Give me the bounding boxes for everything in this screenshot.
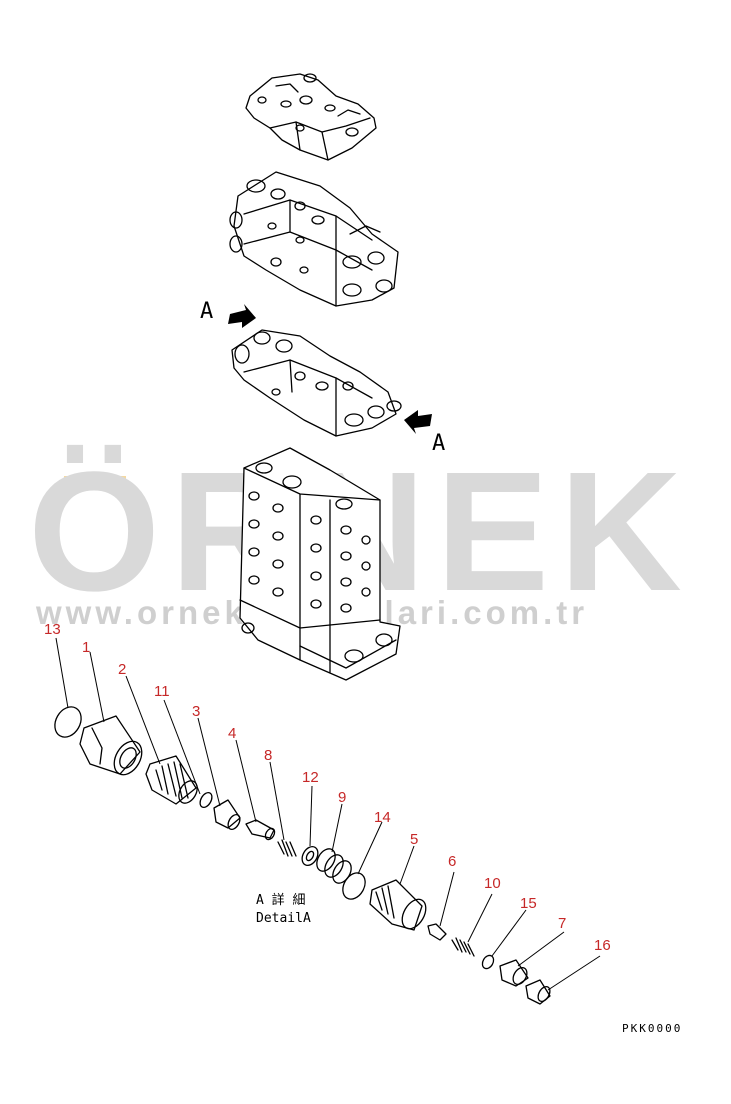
- view-label-a-top: A: [200, 299, 213, 324]
- callout-16: 16: [594, 937, 611, 954]
- callout-7: 7: [558, 915, 566, 932]
- exploded-parts: [54, 706, 551, 1005]
- part-12-washer: [301, 846, 319, 866]
- callout-10: 10: [484, 875, 501, 892]
- part-1-plug: [79, 715, 143, 776]
- part-16-lock-nut: [525, 979, 551, 1005]
- detail-title-japanese: A 詳 細: [256, 892, 305, 908]
- drawing-code: PKK0000: [622, 1022, 682, 1035]
- callout-14: 14: [374, 809, 391, 826]
- part-15-o-ring: [481, 954, 495, 970]
- valve-section-lower: [231, 329, 402, 437]
- body-ports: [241, 462, 393, 663]
- callout-8: 8: [264, 747, 272, 764]
- part-2-threaded-sleeve: [145, 755, 198, 805]
- callout-6: 6: [448, 853, 456, 870]
- detail-title-english: DetailA: [256, 911, 311, 926]
- callout-4: 4: [228, 725, 236, 742]
- valve-section-upper: [229, 171, 399, 307]
- part-5-plug: [369, 879, 427, 931]
- arrow-icon-right: [404, 410, 432, 434]
- valve-cover-plate: [245, 73, 377, 161]
- detail-caption: A 詳 細 DetailA: [256, 892, 311, 926]
- part-callouts: 13 1 2 11 3 4 8 12 9 14 5 6 10 15 7 16: [44, 621, 611, 954]
- view-label-a-bottom: A: [432, 431, 445, 456]
- callout-13: 13: [44, 621, 61, 638]
- callout-2: 2: [118, 661, 126, 678]
- arrow-icon-left: [228, 304, 256, 328]
- part-8-spring: [277, 839, 297, 857]
- callout-5: 5: [410, 831, 418, 848]
- main-valve-body: [239, 447, 401, 681]
- leader-lines: [55, 637, 601, 991]
- callout-11: 11: [154, 683, 170, 700]
- callout-9: 9: [338, 789, 346, 806]
- part-14-o-ring: [342, 872, 366, 900]
- callout-1: 1: [82, 639, 90, 656]
- part-4-pin: [245, 819, 276, 841]
- part-13-o-ring: [54, 706, 82, 738]
- part-10-spring: [451, 937, 475, 957]
- part-3-sleeve: [213, 799, 241, 831]
- part-9-spring: [316, 848, 352, 884]
- part-6-poppet: [427, 923, 447, 941]
- callout-12: 12: [302, 769, 319, 786]
- umlaut-dot-right: [100, 476, 126, 486]
- part-11-ring: [199, 791, 213, 809]
- view-arrows: A A: [200, 299, 445, 456]
- part-7-screw: [499, 959, 529, 987]
- callout-3: 3: [192, 703, 200, 720]
- umlaut-dot-left: [64, 476, 90, 486]
- callout-15: 15: [520, 895, 537, 912]
